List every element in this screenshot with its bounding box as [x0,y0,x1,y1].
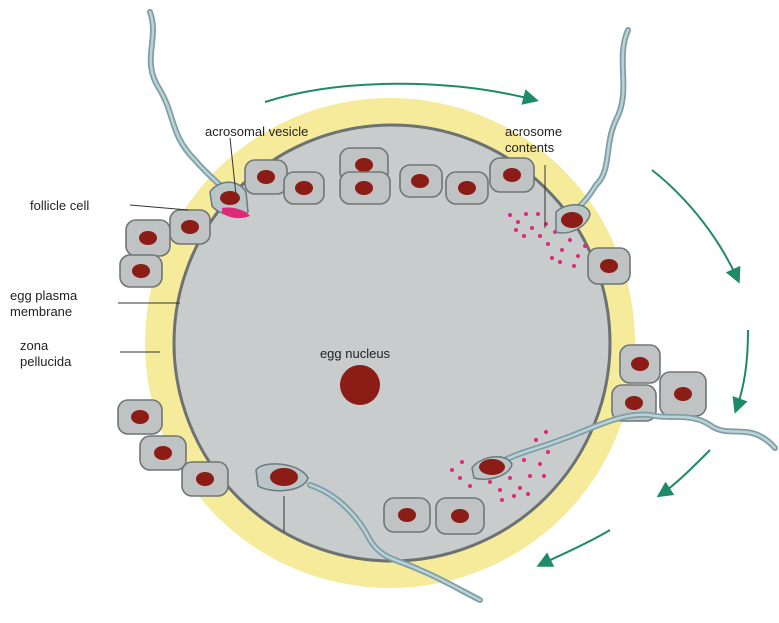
label-acrosome-contents-1: acrosome [505,124,562,139]
label-egg-plasma-membrane-1: egg plasma [10,288,78,303]
label-zona-pellucida-1: zona [20,338,49,353]
label-acrosome-contents-2: contents [505,140,555,155]
label-zona-pellucida-2: pellucida [20,354,72,369]
label-acrosomal-vesicle: acrosomal vesicle [205,124,308,139]
label-follicle-cell: follicle cell [30,198,89,213]
egg-nucleus [340,365,380,405]
label-egg-plasma-membrane-2: membrane [10,304,72,319]
label-egg-nucleus: egg nucleus [320,346,391,361]
